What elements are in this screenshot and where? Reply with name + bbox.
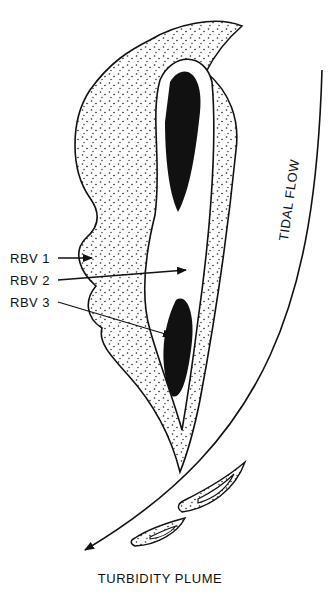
region-label: RBV 2 (10, 274, 50, 287)
leader-line (58, 302, 172, 336)
leader-line (58, 270, 186, 280)
inner-region (145, 59, 214, 430)
tidal-flow-arrow (85, 70, 322, 550)
flow-label: TIDAL FLOW (277, 158, 301, 242)
region-label: RBV 3 (10, 296, 50, 309)
dark-patch (165, 72, 200, 212)
leader-line (58, 257, 92, 258)
lens-inner (150, 526, 176, 539)
dark-patch (163, 299, 192, 397)
bar-outline (75, 21, 242, 472)
region-label: RBV 1 (10, 252, 50, 265)
lens-bar (178, 462, 245, 512)
lens-inner (198, 474, 234, 503)
plume-label: TURBIDITY PLUME (98, 572, 222, 585)
lens-bar (131, 518, 185, 546)
